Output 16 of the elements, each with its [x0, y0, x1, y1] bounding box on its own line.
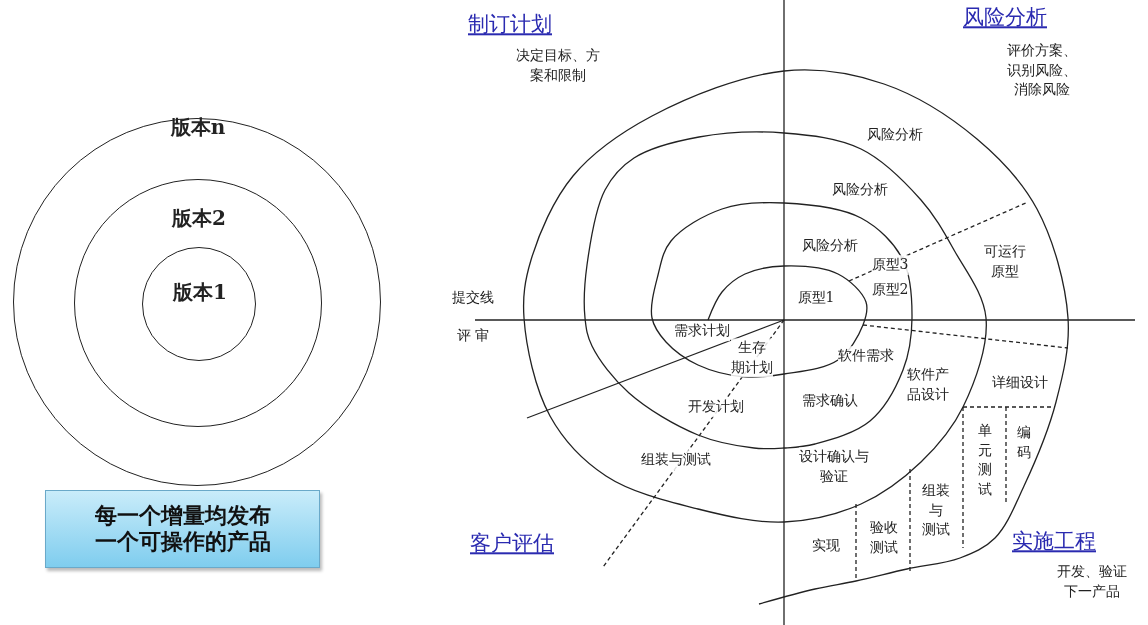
version-label: 版本1	[173, 278, 227, 306]
version-label: 版本2	[172, 204, 226, 232]
stage-label: 开发计划	[688, 397, 744, 417]
stage-label: 组装与测试	[641, 450, 711, 470]
banner-text: 每一个增量均发布一个可操作的产品	[94, 502, 271, 556]
quadrant-heading: 制订计划	[468, 11, 552, 39]
callout-box	[45, 490, 320, 568]
stage-label: 需求计划	[674, 321, 730, 341]
stage-label: 生存期计划	[731, 338, 773, 378]
stage-label: 原型3	[871, 255, 909, 275]
quadrant-heading: 客户评估	[470, 530, 554, 558]
quadrant-heading: 风险分析	[963, 4, 1047, 32]
stage-label: 需求确认	[802, 391, 858, 411]
version-label: 版本n	[170, 113, 226, 141]
stage-label: 提交线	[452, 288, 494, 308]
quadrant-heading: 实施工程	[1012, 528, 1096, 556]
